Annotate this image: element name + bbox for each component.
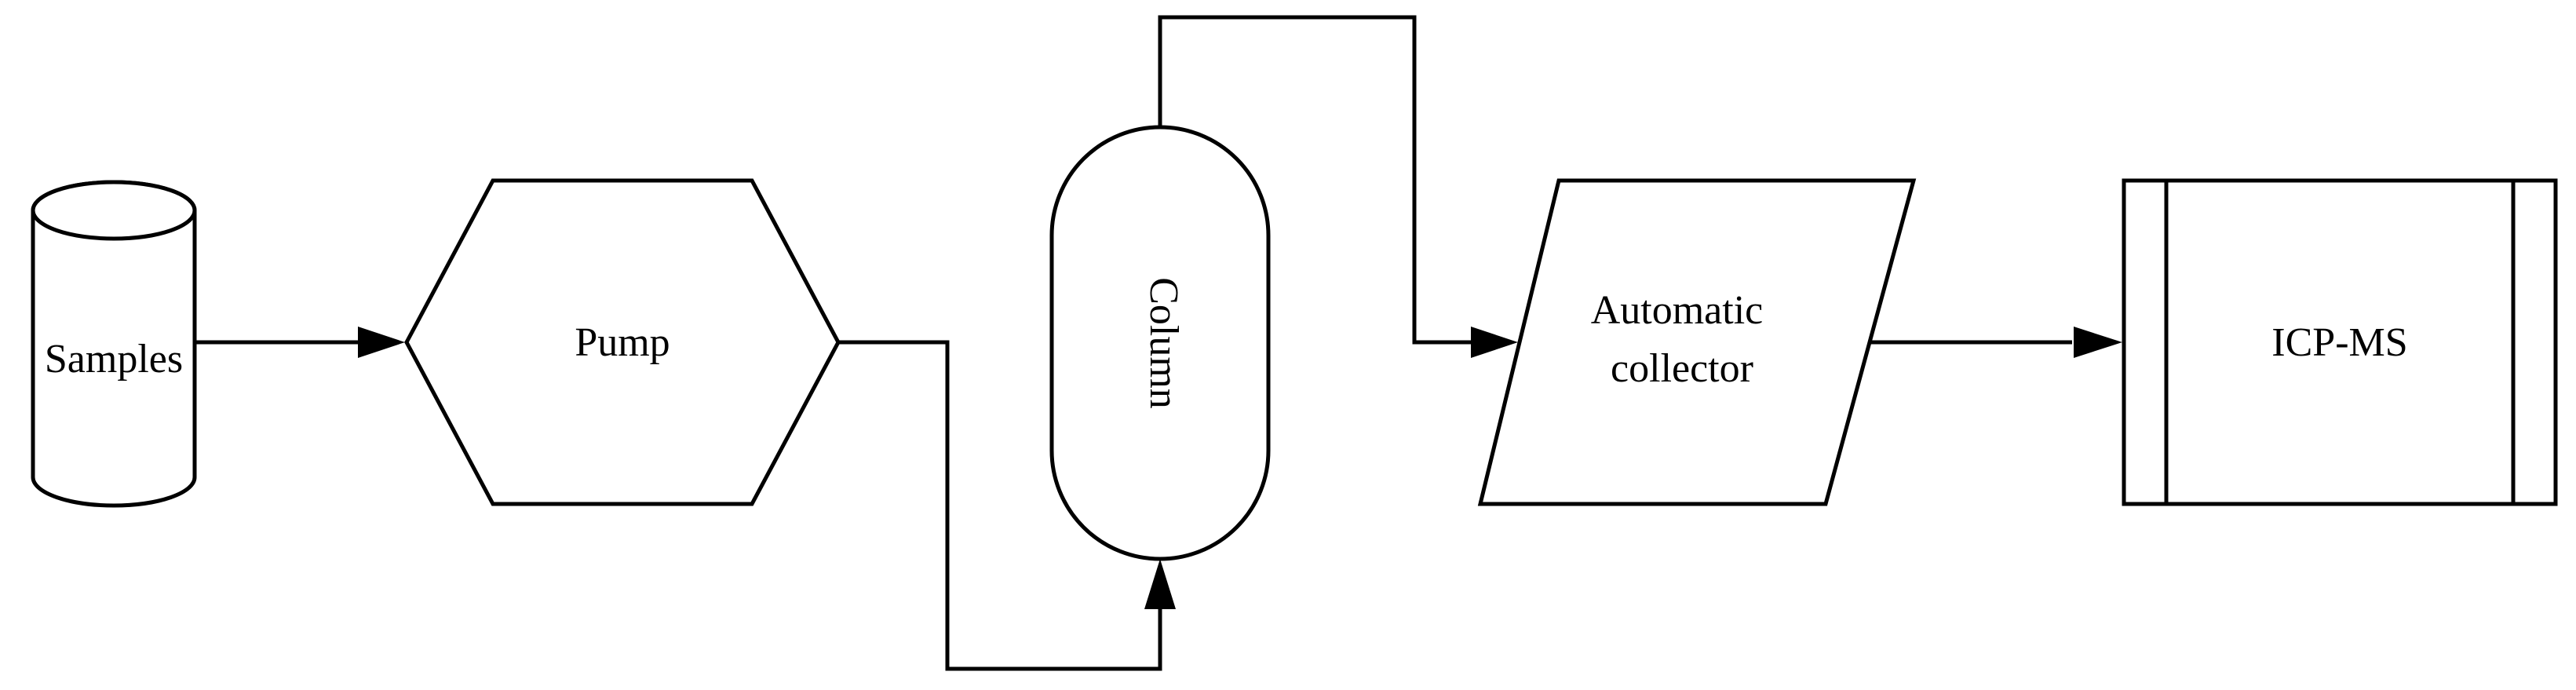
parallelogram-shape [1477, 178, 1917, 506]
node-samples: Samples [31, 180, 197, 508]
edge-collector-to-icpms [1868, 327, 2122, 358]
collector-label: Automatic collector [1591, 288, 1774, 391]
node-collector: Automatic collector [1477, 178, 1917, 506]
edge-column-to-collector [1158, 15, 1518, 358]
node-icpms: ICP-MS [2122, 178, 2558, 506]
capsule-shape [1049, 125, 1271, 561]
cylinder-shape [31, 180, 197, 508]
icpms-label: ICP-MS [2271, 320, 2407, 365]
node-pump: Pump [404, 178, 841, 506]
pump-label: Pump [575, 320, 670, 365]
edge-samples-to-pump [194, 327, 405, 358]
process-box-shape [2122, 178, 2558, 506]
column-label: Column [1141, 277, 1186, 409]
node-column: Column [1049, 125, 1271, 561]
hexagon-shape [404, 178, 841, 506]
collector-label-line-1: Automatic [1591, 288, 1764, 333]
edge-pump-to-column [837, 340, 1176, 671]
samples-label: Samples [45, 337, 183, 382]
collector-label-line-2: collector [1611, 346, 1753, 391]
